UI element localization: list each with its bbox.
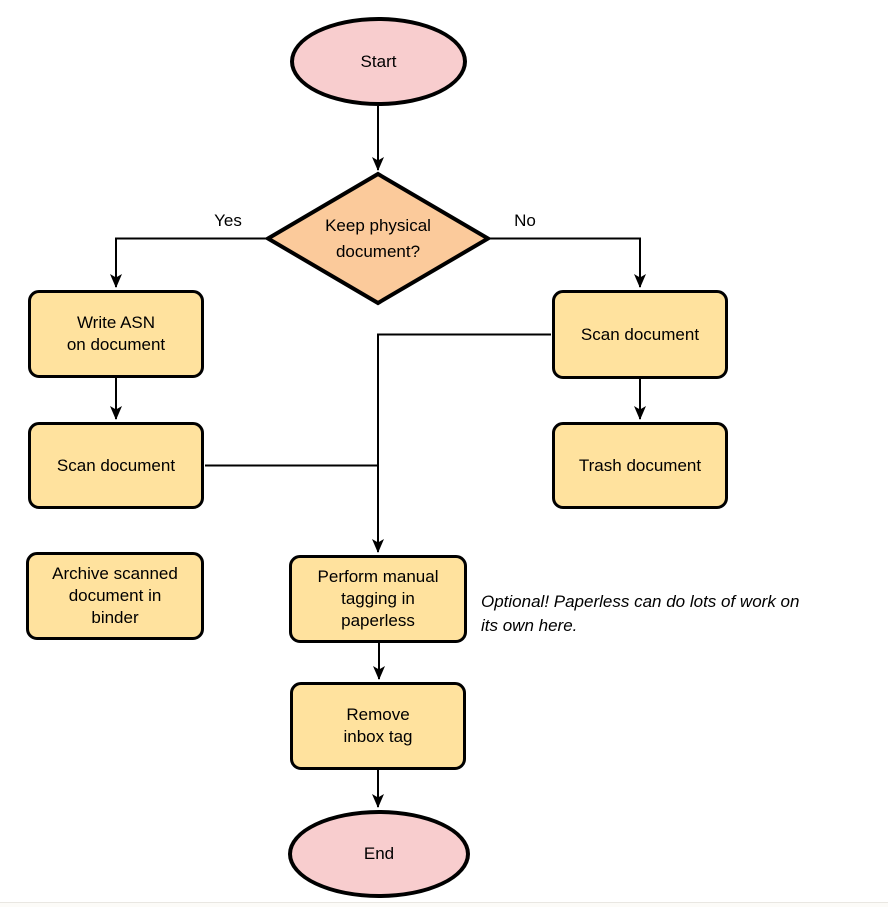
node-write-asn: Write ASN on document <box>28 290 204 378</box>
node-scan-document-left: Scan document <box>28 422 204 509</box>
node-trash-document: Trash document <box>552 422 728 509</box>
node-manual-tagging: Perform manual tagging in paperless <box>289 555 467 643</box>
node-remove-inbox-tag: Remove inbox tag <box>290 682 466 770</box>
node-end: End <box>288 810 470 898</box>
page-bottom-strip <box>0 903 888 907</box>
decision-diamond-shape <box>264 171 492 306</box>
edge-label-no: No <box>514 211 536 230</box>
edge-decision-no <box>489 237 646 288</box>
node-start: Start <box>290 17 467 106</box>
node-scan-document-right: Scan document <box>552 290 728 379</box>
node-archive-in-binder: Archive scanned document in binder <box>26 552 204 640</box>
edge-decision-yes <box>110 237 267 288</box>
edge-label-yes: Yes <box>214 211 242 230</box>
node-decision-label: Keep physical document? <box>325 215 431 261</box>
page-bottom-border <box>0 902 888 903</box>
edge-scanright-to-tagging <box>372 333 551 553</box>
annotation-optional-note: Optional! Paperless can do lots of work … <box>481 592 800 635</box>
